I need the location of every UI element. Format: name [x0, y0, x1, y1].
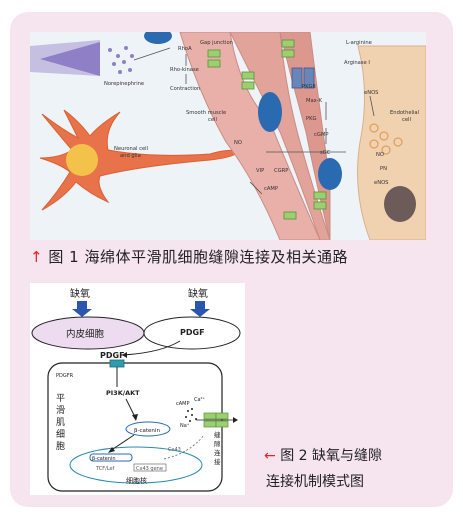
- arrow-catenin-nucleus: [109, 434, 135, 452]
- figure2-diagram: 缺氧 缺氧 内皮细胞 PDGF PDGF PDGFR 平 滑 肌 细 胞 PI3…: [31, 287, 241, 492]
- label-rhoa: RhoA: [178, 46, 192, 52]
- label-norepinephrine: Norepinephrine: [104, 81, 144, 87]
- label-smooth-muscle-2: cell: [208, 117, 217, 123]
- gap-junction-char-4: 接: [214, 457, 221, 466]
- cx43-path: [163, 434, 205, 460]
- label-enos: eNOS: [364, 90, 378, 96]
- gap-junction-char-2: 隙: [214, 439, 221, 448]
- smooth-muscle-char-1: 平: [56, 393, 65, 404]
- label-neuronal-cell-2: and glia: [120, 153, 141, 159]
- label-arginase: Arginase I: [344, 60, 370, 66]
- na-label: Na⁺: [180, 423, 190, 429]
- hypoxia-right-arrow: [190, 301, 210, 317]
- caption1-text: 图 1 海绵体平滑肌细胞缝隙连接及相关通路: [48, 248, 348, 266]
- hypoxia-right-label: 缺氧: [188, 287, 208, 300]
- label-smooth-muscle: Smooth muscle: [186, 110, 226, 116]
- pdgf-arrow: [121, 340, 181, 356]
- camp-label: cAMP: [176, 401, 190, 407]
- label-endothelial: Endothelial: [390, 110, 419, 116]
- beta-catenin-mid-label: β-catenin: [134, 428, 160, 434]
- endothelial-cell-label: 内皮细胞: [66, 328, 105, 340]
- label-gap-junction: Gap junction: [200, 40, 233, 46]
- label-neuronal-cell: Neuronal cell: [114, 146, 148, 152]
- caption1-arrow: ↑: [30, 248, 44, 266]
- gap-junction-char-3: 连: [214, 448, 221, 457]
- figure1-caption: ↑ 图 1 海绵体平滑肌细胞缝隙连接及相关通路: [30, 246, 348, 267]
- label-endothelial-2: cell: [402, 117, 411, 123]
- pdgf-top-label: PDGF: [180, 328, 205, 337]
- label-camp: cAMP: [264, 186, 278, 192]
- label-no-2: NO: [376, 152, 384, 158]
- cx43-gene-label: Cx43 gene: [136, 466, 163, 472]
- smooth-muscle-char-5: 胞: [56, 440, 65, 452]
- caption2-line1: 图 2 缺氧与缝隙: [280, 448, 382, 464]
- cx43-label: Cx43: [168, 447, 181, 453]
- label-contraction: Contraction: [170, 86, 200, 92]
- label-enos-2: eNOS: [374, 180, 388, 186]
- label-vip: VIP: [256, 168, 264, 174]
- label-no: NO: [234, 140, 242, 146]
- label-pkgii: PKGII: [302, 84, 316, 90]
- pdgfr-label: PDGFR: [56, 373, 74, 379]
- hypoxia-left-arrow: [72, 301, 92, 317]
- figure1-illustration: Gap junction RhoA Rho-kinase Contraction…: [30, 32, 426, 240]
- tcf-lef-label: TCF/Lef: [95, 466, 115, 472]
- label-maxik: Max-K: [306, 98, 323, 104]
- label-l-arginine: L-arginine: [346, 40, 372, 46]
- caption2-line2: 连接机制模式图: [266, 474, 364, 490]
- smooth-muscle-char-3: 肌: [56, 417, 65, 428]
- pdgf-source-shape: [143, 316, 241, 350]
- cx43-gene-box: [133, 463, 167, 472]
- ca-label: Ca²⁺: [194, 397, 206, 403]
- pdgf-receptor-label: PDGF: [100, 351, 125, 360]
- beta-catenin-nuc-label: β-catenin: [92, 456, 116, 462]
- label-sgc: sGC: [320, 150, 331, 156]
- smooth-muscle-char-2: 滑: [56, 405, 65, 416]
- gap-junction-channel-bottom: [203, 420, 217, 428]
- figure2-panel: 缺氧 缺氧 内皮细胞 PDGF PDGF PDGFR 平 滑 肌 细 胞 PI3…: [30, 283, 245, 495]
- gap-junction-channel-top: [203, 412, 217, 420]
- label-cgrp: CGRP: [274, 168, 288, 174]
- nucleus-label: 细胞核: [126, 476, 147, 485]
- label-pn: PN: [380, 166, 387, 172]
- gap-junction-char-1: 缝: [214, 430, 221, 439]
- label-rho-kinase: Rho-kinase: [170, 67, 199, 73]
- label-pkg: PKG: [306, 116, 317, 122]
- beta-catenin-nuc-shape: [89, 453, 133, 462]
- hypoxia-left-label: 缺氧: [70, 287, 90, 300]
- figure2-caption: ← 图 2 缺氧与缝隙 连接机制模式图: [264, 443, 382, 495]
- pdgf-receptor: [109, 359, 125, 368]
- pi3k-akt-label: PI3K/AKT: [106, 389, 140, 397]
- beta-catenin-mid-shape: [125, 421, 171, 437]
- smooth-muscle-char-4: 细: [56, 428, 65, 440]
- caption2-arrow: ←: [264, 448, 276, 464]
- label-cgmp: cGMP: [314, 132, 328, 138]
